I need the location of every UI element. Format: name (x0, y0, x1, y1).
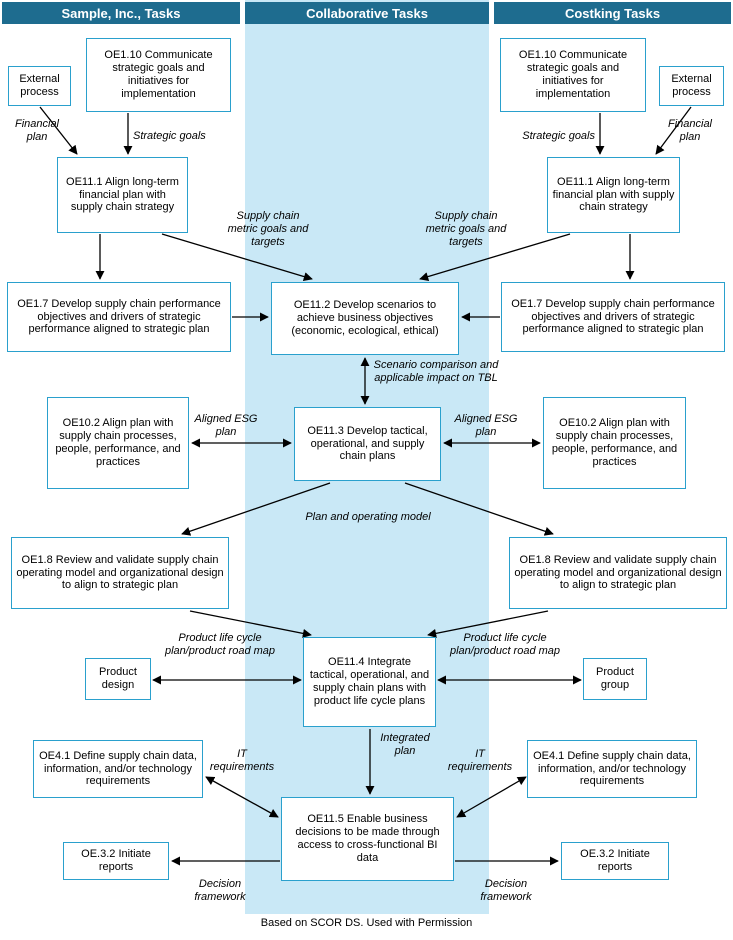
box-oe4-1-right: OE4.1 Define supply chain data, informat… (527, 740, 697, 798)
box-oe4-1-left: OE4.1 Define supply chain data, informat… (33, 740, 203, 798)
box-oe3-2-left: OE.3.2 Initiate reports (63, 842, 169, 880)
edge-label-it-requirements-right: IT requirements (447, 748, 513, 774)
box-oe11-4: OE11.4 Integrate tactical, operational, … (303, 637, 436, 727)
lane-header-costking: Costking Tasks (494, 2, 731, 24)
box-oe11-1-left: OE11.1 Align long-term financial plan wi… (57, 157, 188, 233)
box-oe1-8-left: OE1.8 Review and validate supply chain o… (11, 537, 229, 609)
box-oe11-5: OE11.5 Enable business decisions to be m… (281, 797, 454, 881)
box-product-design: Product design (85, 658, 151, 700)
box-oe1-8-right: OE1.8 Review and validate supply chain o… (509, 537, 727, 609)
edge-label-it-requirements-left: IT requirements (209, 748, 275, 774)
edge-label-aligned-esg-left: Aligned ESG plan (194, 413, 258, 439)
box-oe11-3: OE11.3 Develop tactical, operational, an… (294, 407, 441, 481)
edge-label-financial-plan-left: Financial plan (14, 118, 60, 144)
box-oe10-2-right: OE10.2 Align plan with supply chain proc… (543, 397, 686, 489)
box-oe1-7-left: OE1.7 Develop supply chain performance o… (7, 282, 231, 352)
edge-label-decision-framework-right: Decision framework (480, 878, 532, 904)
box-oe10-2-left: OE10.2 Align plan with supply chain proc… (47, 397, 189, 489)
box-oe1-10-left: OE1.10 Communicate strategic goals and i… (86, 38, 231, 112)
box-oe11-2: OE11.2 Develop scenarios to achieve busi… (271, 282, 459, 355)
box-oe1-10-right: OE1.10 Communicate strategic goals and i… (500, 38, 646, 112)
edge-label-plan-operating-model: Plan and operating model (305, 511, 431, 523)
edge-label-strategic-goals-right: Strategic goals (522, 130, 595, 142)
edge-label-integrated-plan: Integrated plan (380, 732, 430, 758)
edge-label-strategic-goals-left: Strategic goals (133, 130, 206, 142)
edge-label-decision-framework-left: Decision framework (194, 878, 246, 904)
box-product-group: Product group (583, 658, 647, 700)
edge-label-sc-metric-goals-right: Supply chain metric goals and targets (425, 210, 507, 249)
edge-label-aligned-esg-right: Aligned ESG plan (454, 413, 518, 439)
box-external-process-right: External process (659, 66, 724, 106)
lane-header-sample-inc: Sample, Inc., Tasks (2, 2, 240, 24)
edge-label-product-life-cycle-left: Product life cycle plan/product road map (164, 632, 276, 658)
edge-label-scenario-comparison: Scenario comparison and applicable impac… (373, 359, 499, 385)
box-oe11-1-right: OE11.1 Align long-term financial plan wi… (547, 157, 680, 233)
box-oe1-7-right: OE1.7 Develop supply chain performance o… (501, 282, 725, 352)
box-external-process-left: External process (8, 66, 71, 106)
edge-label-sc-metric-goals-left: Supply chain metric goals and targets (227, 210, 309, 249)
box-oe3-2-right: OE.3.2 Initiate reports (561, 842, 669, 880)
lane-header-collaborative: Collaborative Tasks (245, 2, 489, 24)
edge-label-financial-plan-right: Financial plan (667, 118, 713, 144)
edge-label-product-life-cycle-right: Product life cycle plan/product road map (449, 632, 561, 658)
attribution-text: Based on SCOR DS. Used with Permission (260, 917, 473, 929)
